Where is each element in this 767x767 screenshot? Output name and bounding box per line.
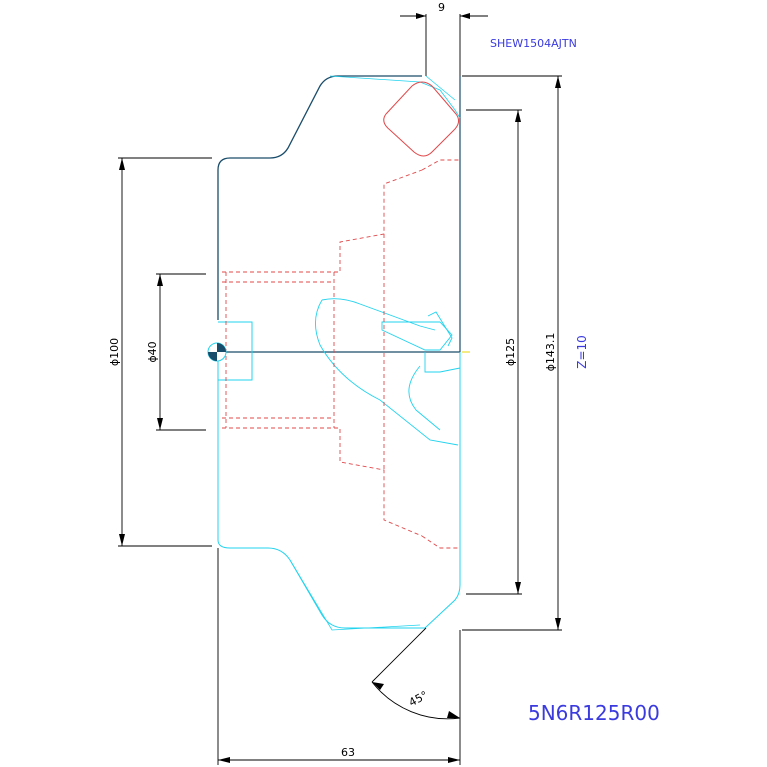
chip-pocket-top [321,298,436,331]
part-number-label: 5N6R125R00 [528,701,660,725]
teeth-count-label: Z=10 [575,335,589,369]
dim-dia125-label: ϕ125 [504,338,517,366]
dim-dia100-label: ϕ100 [108,338,121,366]
chip-pocket-curve [408,365,441,431]
center-marker [207,342,227,362]
insert-code-label: SHEW1504AJTN [490,37,577,50]
dimension-arrows [119,13,561,763]
chip-pocket [315,299,459,446]
dim-dia40-label: ϕ40 [146,341,159,362]
dimension-lines [118,14,562,765]
cutter-body-outline [217,75,422,320]
insert-seat-2 [427,311,453,347]
dim-width-label: 9 [438,1,445,14]
bore-keyway [218,321,253,381]
dim-dia143-label: ϕ143.1 [544,333,557,372]
insert-seat-3 [424,352,461,373]
top-edge-cyan [425,75,456,101]
dim-length-label: 63 [341,746,355,759]
top-insert [383,81,460,157]
dim-angle-label: 45° [407,689,430,710]
insert-seat [381,321,453,351]
cutter-body-lower-inner [289,559,421,631]
top-insert-pocket [329,75,461,119]
hidden-lines [222,159,460,549]
cutter-body-lower [217,352,461,629]
